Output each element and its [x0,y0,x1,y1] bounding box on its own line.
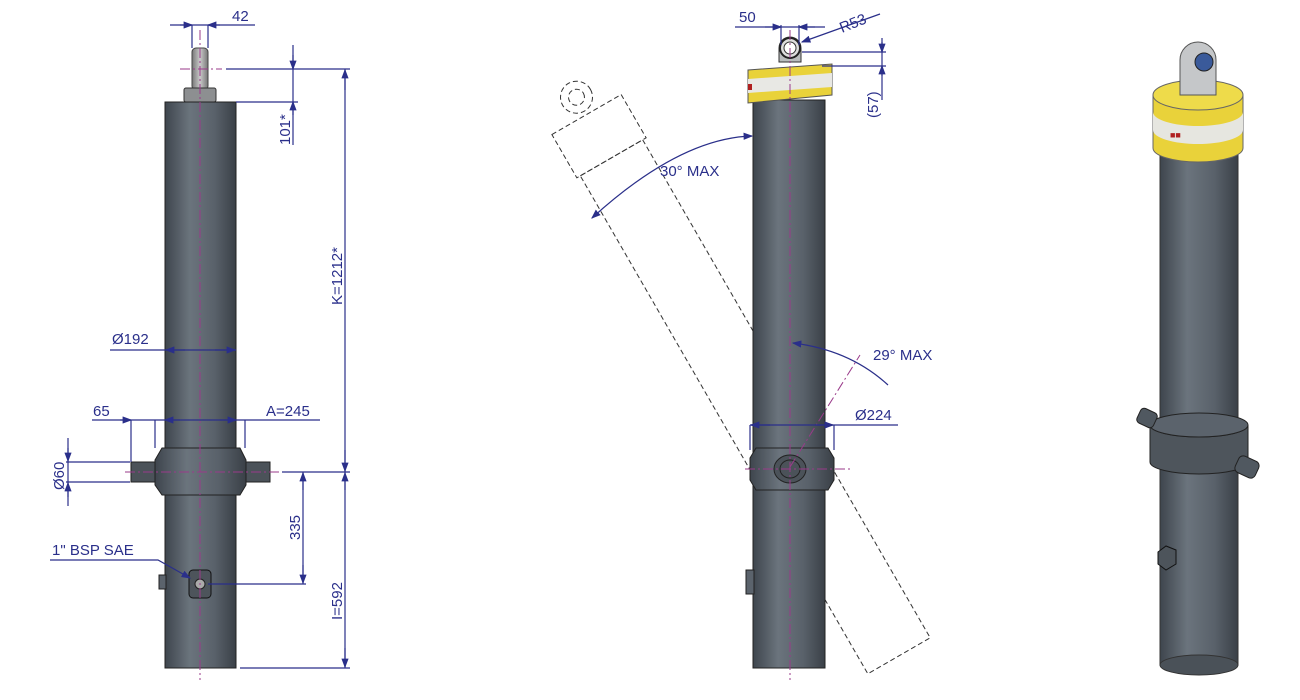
hydraulic-port [1157,545,1177,571]
dim-eye-width: 50 [739,9,756,26]
dim-trunnion-span: A=245 [266,403,310,420]
dim-tilt-forward: 29° MAX [873,347,932,364]
side-view: 50 R53 (57) 30° MAX 29° MAX Ø224 [551,9,932,680]
dim-ring-diameter: Ø224 [855,407,892,424]
side-tab [158,574,167,590]
trunnion-pin-left [1136,407,1158,429]
svg-text:■■: ■■ [1170,130,1181,140]
side-tab [745,569,755,595]
front-view: 42 101* K=1212* I=592 Ø192 65 A=245 [50,8,350,680]
dim-eye-radius: R53 [837,11,869,37]
tilted-outline [551,80,931,675]
dim-pin-diameter: Ø60 [51,462,68,490]
dim-rod-width: 42 [232,8,249,25]
isometric-view: ■■ [1136,41,1260,676]
dim-body-diameter: Ø192 [112,331,149,348]
dim-port-distance: 335 [287,515,304,540]
dim-tilt-back: 30° MAX [660,163,719,180]
cylinder-body [752,99,826,669]
dim-eye-offset: 101* [277,114,294,145]
port-spec-label: 1" BSP SAE [52,542,134,559]
dim-pin-length: 65 [93,403,110,420]
dim-closed-length: K=1212* [329,247,346,305]
cylinder-body [1159,129,1239,666]
dim-eye-height: (57) [865,91,882,118]
dim-trunnion-to-base: I=592 [329,582,346,620]
trunnion-pin-right [1234,455,1260,479]
